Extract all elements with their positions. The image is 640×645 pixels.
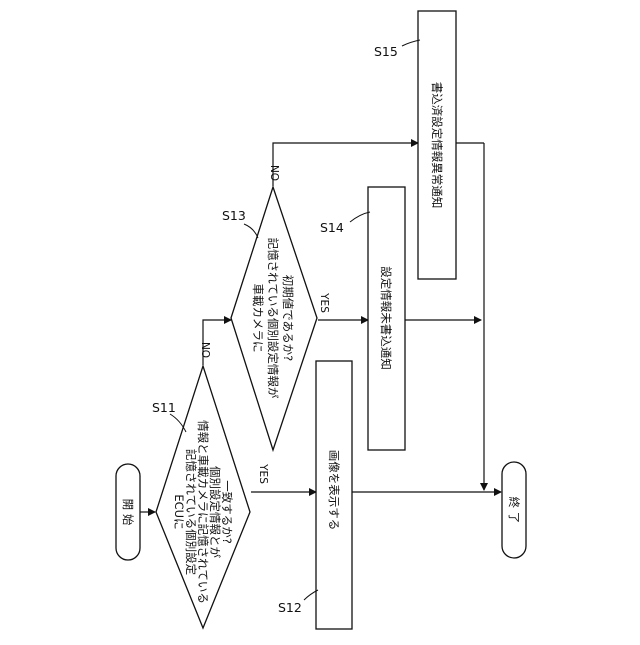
s11-line-5: 一致するか? bbox=[220, 480, 234, 544]
end-label: 終 了 bbox=[507, 497, 521, 524]
connector-s13-no-s15 bbox=[273, 143, 418, 186]
s14-id: S14 bbox=[320, 220, 344, 235]
s12-id: S12 bbox=[278, 600, 302, 615]
s14-text: 設定情報未書込通知 bbox=[379, 266, 393, 370]
decision-s13: 車載カメラに 記憶されている個別設定情報が 初期値であるか? bbox=[231, 187, 317, 450]
s11-no-label: NO bbox=[199, 342, 211, 358]
s11-line-1: ECUに bbox=[172, 494, 186, 529]
s13-line-2: 記憶されている個別設定情報が bbox=[266, 238, 280, 399]
s13-line-1: 車載カメラに bbox=[251, 284, 265, 353]
s11-line-3: 情報と車載カメラに記憶されている bbox=[196, 420, 210, 604]
s15-text: 書込済設定情報異常通知 bbox=[430, 82, 444, 209]
s11-yes-label: YES bbox=[257, 463, 269, 484]
s13-leader bbox=[244, 224, 258, 238]
s13-yes-label: YES bbox=[318, 292, 330, 313]
s15-leader bbox=[402, 40, 420, 46]
start-terminal: 開 始 bbox=[116, 464, 140, 560]
s14-leader bbox=[350, 212, 370, 222]
s11-id: S11 bbox=[152, 400, 176, 415]
s15-id: S15 bbox=[374, 44, 398, 59]
s11-line-2: 記憶されている個別設定 bbox=[184, 449, 198, 576]
s13-no-label: NO bbox=[268, 165, 280, 181]
end-terminal: 終 了 bbox=[502, 462, 526, 558]
s11-line-4: 個別設定情報とが bbox=[208, 466, 222, 558]
process-s12: 画像を表示する bbox=[316, 361, 352, 629]
s13-line-3: 初期値であるか? bbox=[281, 275, 295, 362]
process-s15: 書込済設定情報異常通知 bbox=[418, 11, 456, 279]
s13-id: S13 bbox=[222, 208, 246, 223]
start-label: 開 始 bbox=[121, 499, 135, 526]
process-s14: 設定情報未書込通知 bbox=[368, 187, 405, 450]
s12-text: 画像を表示する bbox=[327, 450, 341, 531]
